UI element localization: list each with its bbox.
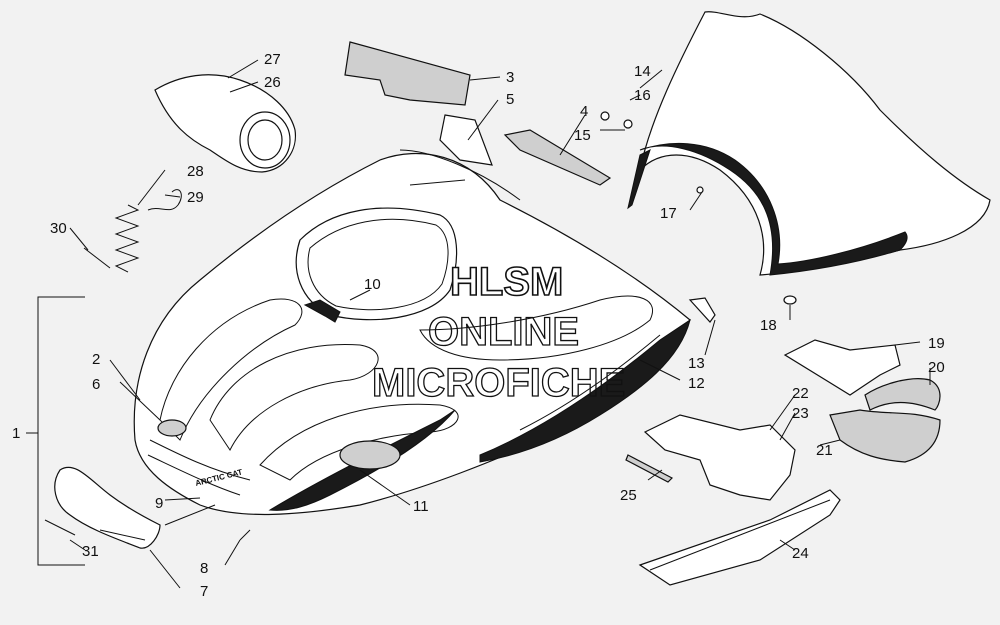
emblem bbox=[157, 419, 187, 437]
leader-lines bbox=[69, 59, 931, 589]
callout-20: 20 bbox=[928, 359, 945, 376]
callout-9: 9 bbox=[155, 495, 163, 512]
screw-icon bbox=[83, 247, 111, 269]
callout-26: 26 bbox=[264, 74, 281, 91]
fastener bbox=[600, 111, 610, 121]
hood-spring bbox=[114, 189, 182, 273]
callout-3: 3 bbox=[506, 69, 514, 86]
side-decal bbox=[479, 318, 691, 463]
cat-decal bbox=[303, 299, 341, 323]
storage-panel bbox=[783, 339, 901, 396]
callout-8: 8 bbox=[200, 560, 208, 577]
callout-24: 24 bbox=[792, 545, 809, 562]
fastener bbox=[696, 186, 704, 194]
callout-29: 29 bbox=[187, 189, 204, 206]
callout-19: 19 bbox=[928, 335, 945, 352]
screw-icon bbox=[44, 519, 76, 536]
headlight-bezel bbox=[154, 74, 297, 173]
callout-27: 27 bbox=[264, 51, 281, 68]
group-bracket bbox=[37, 296, 85, 566]
fastener bbox=[623, 119, 633, 129]
storage-tray bbox=[643, 414, 796, 501]
callout-6: 6 bbox=[92, 376, 100, 393]
callout-23: 23 bbox=[792, 405, 809, 422]
windshield bbox=[627, 11, 991, 276]
callout-12: 12 bbox=[688, 375, 705, 392]
callout-22: 22 bbox=[792, 385, 809, 402]
vent-decal bbox=[344, 41, 471, 106]
watermark-line1: HLSM bbox=[450, 260, 563, 304]
watermark: HLSM ONLINE MICROFICHE bbox=[371, 259, 626, 405]
callout-13: 13 bbox=[688, 355, 705, 372]
watermark-line2: ONLINE bbox=[428, 310, 579, 354]
callout-numbers: 1 2 3 4 5 6 7 8 9 10 11 12 13 14 15 16 1… bbox=[12, 51, 945, 600]
seat-pad bbox=[864, 378, 941, 411]
callout-7: 7 bbox=[200, 583, 208, 600]
callout-30: 30 bbox=[50, 220, 67, 237]
callout-21: 21 bbox=[816, 442, 833, 459]
callout-18: 18 bbox=[760, 317, 777, 334]
callout-15: 15 bbox=[574, 127, 591, 144]
callout-17: 17 bbox=[660, 205, 677, 222]
front-bumper bbox=[54, 466, 161, 549]
grommet bbox=[783, 295, 797, 305]
clip-icon bbox=[688, 297, 716, 323]
callout-28: 28 bbox=[187, 163, 204, 180]
screw-icon bbox=[239, 529, 251, 541]
belly-pan bbox=[638, 489, 841, 586]
callout-10: 10 bbox=[364, 276, 381, 293]
callout-4: 4 bbox=[580, 103, 588, 120]
callout-5: 5 bbox=[506, 91, 514, 108]
callout-11: 11 bbox=[413, 498, 429, 515]
callout-14: 14 bbox=[634, 63, 651, 80]
callout-1: 1 bbox=[12, 425, 20, 442]
callout-16: 16 bbox=[634, 87, 651, 104]
tray-strip bbox=[625, 454, 674, 483]
callout-25: 25 bbox=[620, 487, 637, 504]
hood bbox=[133, 149, 691, 516]
callout-2: 2 bbox=[92, 351, 100, 368]
seat-insert bbox=[829, 409, 941, 463]
windshield-decal bbox=[503, 129, 612, 186]
small-decal bbox=[439, 114, 493, 166]
callout-31: 31 bbox=[82, 543, 99, 560]
lower-decal bbox=[268, 409, 456, 511]
watermark-line3: MICROFICHE bbox=[372, 361, 625, 405]
